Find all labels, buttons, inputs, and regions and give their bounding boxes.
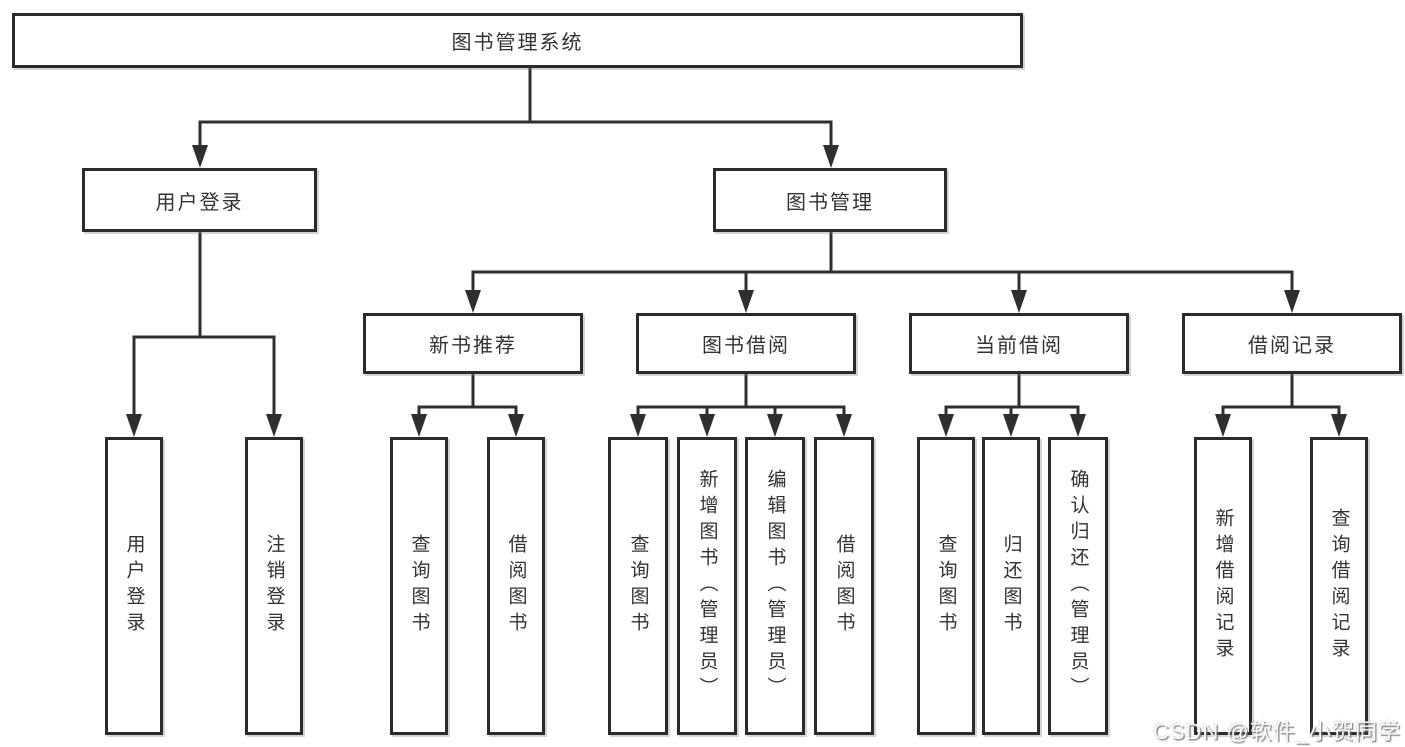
- leaf-logout: 注销登录: [245, 437, 303, 735]
- leaf-return-books: 归还图书: [982, 437, 1040, 735]
- node-label: 借阅图书: [833, 534, 855, 638]
- node-label: 图书管理: [786, 191, 874, 214]
- node-book-management: 图书管理: [713, 168, 947, 232]
- node-label: 新增借阅记录: [1212, 508, 1234, 664]
- leaf-borrow-books-recommend: 借阅图书: [487, 437, 545, 735]
- node-label: 图书借阅: [702, 335, 790, 357]
- node-label: 查询图书: [408, 534, 430, 638]
- node-label: 查询借阅记录: [1328, 508, 1350, 664]
- node-label: 编辑图书（管理员）: [764, 469, 786, 703]
- watermark-csdn: CSDN @软件_小贺同学: [1152, 719, 1401, 744]
- node-label: 新书推荐: [429, 335, 517, 357]
- node-borrowing-records: 借阅记录: [1182, 313, 1402, 374]
- node-label: 图书管理系统: [451, 32, 584, 54]
- node-current-borrowing: 当前借阅: [909, 313, 1129, 374]
- leaf-add-borrow-record: 新增借阅记录: [1194, 437, 1252, 735]
- leaf-query-books-current: 查询图书: [917, 437, 975, 735]
- leaf-borrow-books-borrowing: 借阅图书: [814, 437, 874, 735]
- node-new-book-recommendation: 新书推荐: [363, 313, 583, 374]
- node-label: 注销登录: [263, 534, 285, 638]
- leaf-confirm-return-admin: 确认归还（管理员）: [1048, 437, 1108, 735]
- leaf-query-books-recommend: 查询图书: [390, 437, 448, 735]
- node-label: 用户登录: [123, 534, 145, 638]
- leaf-query-books-borrowing: 查询图书: [608, 437, 668, 735]
- leaf-edit-books-admin: 编辑图书（管理员）: [745, 437, 805, 735]
- node-label: 查询图书: [627, 534, 649, 638]
- leaf-query-borrow-record: 查询借阅记录: [1310, 437, 1368, 735]
- node-label: 归还图书: [1000, 534, 1022, 638]
- node-label: 查询图书: [935, 534, 957, 638]
- leaf-add-books-admin: 新增图书（管理员）: [677, 437, 737, 735]
- node-label: 借阅图书: [505, 534, 527, 638]
- node-label: 新增图书（管理员）: [696, 469, 718, 703]
- node-book-borrowing: 图书借阅: [636, 313, 856, 374]
- leaf-user-login: 用户登录: [105, 437, 163, 735]
- node-label: 用户登录: [155, 191, 244, 214]
- node-label: 当前借阅: [975, 335, 1063, 357]
- node-library-management-system: 图书管理系统: [12, 13, 1023, 68]
- node-label: 确认归还（管理员）: [1067, 469, 1089, 703]
- node-label: 借阅记录: [1248, 335, 1336, 357]
- node-user-login: 用户登录: [82, 168, 317, 232]
